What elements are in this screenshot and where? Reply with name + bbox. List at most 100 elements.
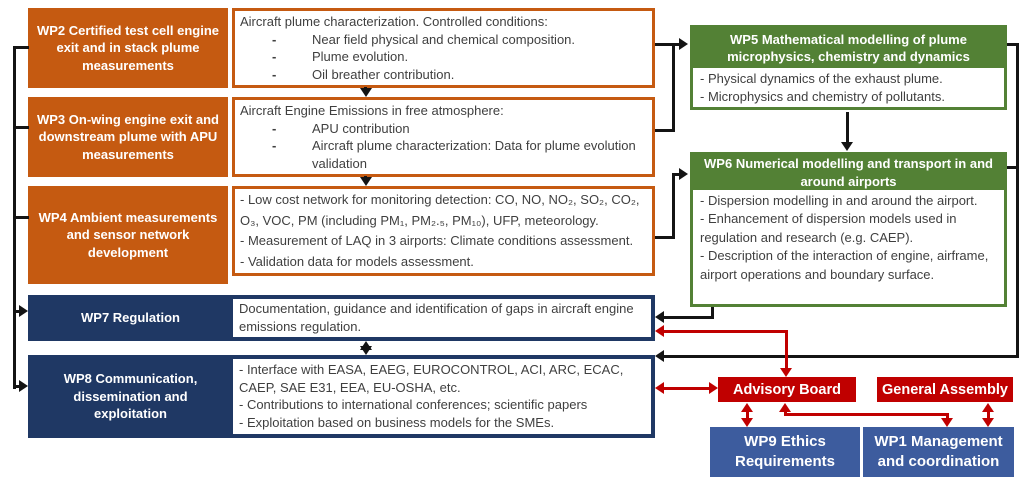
arrow-advisory-wp9-head-up [741, 403, 753, 412]
wp6-line: - Description of the interaction of engi… [700, 248, 989, 282]
left-bracket-vertical [13, 46, 16, 389]
arrow-advisory-wp9-head-down [741, 418, 753, 427]
arrow-into-advisory-top [780, 368, 792, 377]
wp1-box: WP1 Management and coordination [863, 427, 1014, 477]
bullet-dash: - [272, 49, 277, 65]
arrowhead-into-wp6 [679, 168, 688, 180]
wp2-bullet-text: Oil breather contribution. [312, 66, 455, 82]
bullet-dash: - [272, 138, 277, 154]
wp4-desc-box: - Low cost network for monitoring detect… [232, 186, 655, 276]
wp9-title: WP9 Ethics Requirements [734, 432, 836, 470]
general-assembly-label: General Assembly [882, 381, 1008, 398]
wp3-bullet-text: APU contribution [312, 120, 410, 136]
wp3-desc-box: Aircraft Engine Emissions in free atmosp… [232, 97, 655, 177]
connector-wp6-to-wp7-v [711, 307, 714, 319]
loop-wp5-out-h [1007, 43, 1019, 46]
loop-bottom-h [661, 355, 1016, 358]
wp4-title: WP4 Ambient measurements and sensor netw… [38, 209, 218, 260]
arrow-wp2-to-wp3-head [360, 88, 372, 97]
wp6-body: - Dispersion modelling in and around the… [693, 190, 1004, 304]
arrowhead-into-wp7 [19, 305, 28, 317]
wp2-title-box: WP2 Certified test cell engine exit and … [28, 8, 228, 88]
wp5-body: - Physical dynamics of the exhaust plume… [693, 68, 1004, 107]
arrow-wp7-wp8-head-down [360, 346, 372, 355]
arrow-assembly-wp1-line [987, 408, 990, 418]
wp3-bullet: - Aircraft plume characterization: Data … [240, 137, 647, 172]
wp4-desc-line: - Validation data for models assessment. [240, 253, 474, 269]
advisory-board-label: Advisory Board [733, 381, 841, 398]
wp2-bullet: - Oil breather contribution. [240, 66, 647, 84]
connector-wp4-to-join-h [655, 236, 675, 239]
arrowhead-into-wp8 [19, 380, 28, 392]
arrow-wp5-to-wp6-head [841, 142, 853, 151]
loop-right-vertical [1016, 43, 1019, 358]
arrowhead-into-wp5 [679, 38, 688, 50]
loop-wp6-stub [1007, 166, 1016, 169]
connector-wp4-join-v [672, 173, 675, 239]
wp8-desc-box: - Interface with EASA, EAEG, EUROCONTROL… [233, 359, 651, 434]
left-bracket-line-wp7 [13, 310, 21, 313]
left-bracket-stub-wp3 [13, 126, 29, 129]
arrow-assembly-wp1-head-down [982, 418, 994, 427]
arrow-wp3-to-wp4-head [360, 177, 372, 186]
wp8-desc-line: - Contributions to international confere… [239, 397, 588, 413]
wp7-title: WP7 Regulation [81, 310, 180, 326]
connector-wp3-to-join-h [655, 129, 675, 132]
wp7-row: WP7 Regulation Documentation, guidance a… [28, 295, 655, 341]
wp2-desc-intro: Aircraft plume characterization. Control… [240, 14, 548, 29]
arrow-wp8-advisory-head-left [655, 382, 664, 394]
wp5-box: WP5 Mathematical modelling of plume micr… [690, 25, 1007, 110]
arrow-wp7-wp8-line [364, 344, 367, 352]
wp2-bullet-text: Near field physical and chemical composi… [312, 31, 576, 47]
wp2-bullet-text: Plume evolution. [312, 49, 409, 65]
wp7-desc: Documentation, guidance and identificati… [239, 301, 634, 334]
wp3-bullet: - APU contribution [240, 120, 647, 138]
advisory-board-box: Advisory Board [718, 377, 856, 402]
wp8-row: WP8 Communication, dissemination and exp… [28, 355, 655, 438]
wp3-title-box: WP3 On-wing engine exit and downstream p… [28, 97, 228, 177]
connector-wp6-to-wp7-h [661, 316, 714, 319]
wp4-title-box: WP4 Ambient measurements and sensor netw… [28, 186, 228, 284]
arrowhead-wp6-into-wp7 [655, 311, 664, 323]
arrow-advisory-wp1-head-up [779, 403, 791, 412]
connector-wp2-to-wp5-h [655, 43, 682, 46]
connector-join-to-wp6-h [672, 173, 682, 176]
wp6-line: - Enhancement of dispersion models used … [700, 211, 957, 245]
wp8-desc-line: - Interface with EASA, EAEG, EUROCONTROL… [239, 362, 624, 395]
wp3-desc-intro: Aircraft Engine Emissions in free atmosp… [240, 103, 504, 118]
bullet-dash: - [272, 66, 277, 82]
arrow-advisory-wp1-h [784, 413, 949, 416]
wp8-desc-line: - Exploitation based on business models … [239, 414, 555, 430]
general-assembly-box: General Assembly [877, 377, 1013, 402]
wp6-line: - Dispersion modelling in and around the… [700, 193, 978, 208]
wp3-bullet-text: Aircraft plume characterization: Data fo… [312, 138, 636, 171]
wp6-box: WP6 Numerical modelling and transport in… [690, 152, 1007, 307]
wp6-title: WP6 Numerical modelling and transport in… [704, 156, 993, 189]
arrow-wp8-advisory-head-right [709, 382, 718, 394]
wp9-box: WP9 Ethics Requirements [710, 427, 860, 477]
wp8-title-box: WP8 Communication, dissemination and exp… [28, 355, 233, 438]
arrow-wp8-advisory-h [661, 387, 711, 390]
arrow-wp7-advisory-v [785, 330, 788, 370]
arrow-wp7-advisory-h [661, 330, 788, 333]
wp3-title: WP3 On-wing engine exit and downstream p… [36, 111, 219, 162]
wp4-desc-line: - Measurement of LAQ in 3 airports: Clim… [240, 233, 634, 249]
wp1-title: WP1 Management and coordination [874, 432, 1003, 470]
left-bracket-stub-wp2 [13, 46, 29, 49]
arrow-advisory-wp1-v2 [946, 413, 949, 420]
bullet-dash: - [272, 120, 277, 136]
wp5-title: WP5 Mathematical modelling of plume micr… [727, 31, 970, 64]
arrow-advisory-wp1-v1 [784, 408, 787, 416]
arrowhead-loop-into-wp8 [655, 350, 664, 362]
connector-wp2-wp3-join-v [672, 43, 675, 132]
arrow-advisory-wp1-head-down [941, 418, 953, 427]
wp5-line: - Microphysics and chemistry of pollutan… [700, 89, 945, 105]
arrow-advisory-wp9-line [746, 408, 749, 418]
wp7-title-box: WP7 Regulation [28, 295, 233, 341]
arrow-assembly-wp1-head-up [982, 403, 994, 412]
arrow-wp7-advisory-head-left [655, 325, 664, 337]
wp5-header: WP5 Mathematical modelling of plume micr… [693, 28, 1004, 68]
wp2-bullet: - Plume evolution. [240, 48, 647, 66]
wp8-title: WP8 Communication, dissemination and exp… [63, 371, 198, 422]
